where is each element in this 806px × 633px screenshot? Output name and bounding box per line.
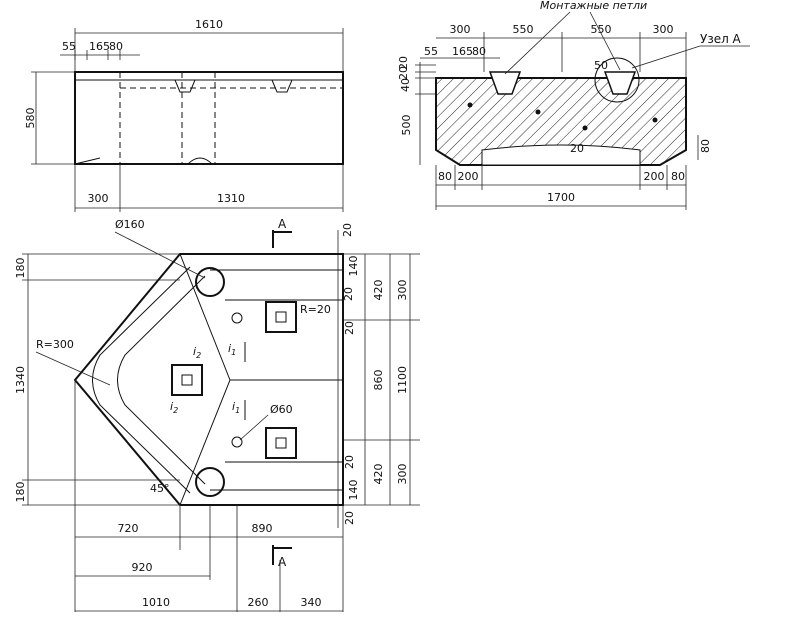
dim-550-left: 550 — [513, 23, 534, 36]
node-a-label: Узел А — [700, 32, 742, 46]
elevation-outline — [74, 71, 344, 165]
hole-60-label: Ø60 — [270, 403, 293, 416]
section-recess — [481, 144, 641, 166]
elevation-notch — [187, 157, 213, 165]
dim-1340: 1340 — [14, 366, 27, 394]
lifting-pocket-center — [171, 364, 203, 396]
leader-line — [589, 11, 621, 71]
dim-80-right: 80 — [671, 170, 685, 183]
pocket-inner — [181, 374, 193, 386]
dim-20-bottom: 20 — [343, 511, 356, 525]
radius-300-label: R=300 — [36, 338, 74, 351]
dim-420-top: 420 — [372, 280, 385, 301]
dim-860: 860 — [372, 370, 385, 391]
hole-160-top — [195, 267, 225, 297]
lifting-pocket-bottom — [265, 427, 297, 459]
dim-bottom-right: 1310 — [217, 192, 245, 205]
dim-550-right: 550 — [591, 23, 612, 36]
section-view: 300 550 550 300 Монтажные петли Узел А 5… — [397, 0, 750, 210]
dim-40: 40 — [399, 78, 412, 92]
diagonal-ridge — [179, 379, 231, 506]
hole-60-top — [231, 312, 243, 324]
aggregate-dot — [535, 109, 541, 115]
dim-1100: 1100 — [396, 366, 409, 394]
dim-height: 580 — [24, 108, 37, 129]
dim-right-80: 80 — [699, 139, 712, 153]
dim-200-right: 200 — [644, 170, 665, 183]
dim-260: 260 — [248, 596, 269, 609]
dim-20b: 20 — [397, 66, 410, 80]
dim-20-mid2: 20 — [343, 321, 356, 335]
dim-pit-20: 20 — [570, 142, 584, 155]
radius-20-label: R=20 — [300, 303, 331, 316]
elevation-chamfer — [74, 157, 101, 165]
section-pocket-right — [603, 71, 637, 95]
dim-300-right: 300 — [653, 23, 674, 36]
pocket-inner — [275, 311, 287, 323]
hole-160-label: Ø160 — [115, 218, 145, 231]
dim-80: 80 — [109, 40, 123, 53]
aggregate-dot — [582, 125, 588, 131]
hole-160-bottom — [195, 467, 225, 497]
dim-20-mid1: 20 — [342, 287, 355, 301]
dim-920: 920 — [132, 561, 153, 574]
dim-165: 165 — [89, 40, 110, 53]
dim-300-left: 300 — [450, 23, 471, 36]
elevation-view: 1610 55 165 80 580 300 1310 — [24, 18, 344, 212]
tray-inner — [117, 275, 206, 485]
leader-line — [114, 231, 206, 279]
dim-20-top: 20 — [341, 223, 354, 237]
tray-outer — [92, 266, 191, 494]
leader-line — [239, 414, 269, 441]
leader-line — [35, 351, 111, 386]
dim-1010: 1010 — [142, 596, 170, 609]
dim-200-left: 200 — [458, 170, 479, 183]
dim-80: 80 — [472, 45, 486, 58]
aggregate-dot — [652, 117, 658, 123]
angle-label: 45° — [150, 482, 170, 495]
dim-20a: 20 — [397, 56, 410, 70]
pocket-inner — [275, 437, 287, 449]
dim-20-low: 20 — [343, 455, 356, 469]
dim-55: 55 — [424, 45, 438, 58]
lifting-pocket-top — [265, 301, 297, 333]
section-pocket-left — [488, 71, 522, 95]
slope-i1-top: i1 — [228, 342, 236, 357]
elevation-pocket — [174, 79, 196, 93]
slope-i2-top: i2 — [193, 345, 201, 360]
dim-140-top: 140 — [347, 256, 360, 277]
dim-500: 500 — [400, 115, 413, 136]
dim-radius-50: 50 — [594, 59, 608, 72]
plan-view: А А Ø160 Ø60 R=300 R=20 45° i2 i1 i2 i1 … — [14, 217, 420, 612]
node-a-circle — [594, 57, 640, 103]
dim-55: 55 — [62, 40, 76, 53]
dim-1700: 1700 — [547, 191, 575, 204]
dim-180-bottom: 180 — [14, 482, 27, 503]
slope-i2-bottom: i2 — [170, 400, 178, 415]
dim-420-bottom: 420 — [372, 464, 385, 485]
dim-300-top: 300 — [396, 280, 409, 301]
dim-overall-length: 1610 — [195, 18, 223, 31]
leader-line — [631, 45, 701, 69]
slope-i1-bottom: i1 — [232, 400, 240, 415]
section-mark-bottom: А — [278, 555, 287, 569]
section-mark-top: А — [278, 217, 287, 231]
dim-bottom-left: 300 — [88, 192, 109, 205]
diagonal-ridge — [179, 253, 231, 381]
dim-300-bottom: 300 — [396, 464, 409, 485]
aggregate-dot — [467, 102, 473, 108]
hole-60-bottom — [231, 436, 243, 448]
dim-340: 340 — [301, 596, 322, 609]
dim-890: 890 — [252, 522, 273, 535]
dim-80-left: 80 — [438, 170, 452, 183]
dim-720: 720 — [118, 522, 139, 535]
mounting-loops-label: Монтажные петли — [540, 0, 647, 12]
leader-line — [504, 11, 571, 75]
dim-180-top: 180 — [14, 258, 27, 279]
dim-140-bottom: 140 — [347, 480, 360, 501]
elevation-pocket — [271, 79, 293, 93]
dim-165: 165 — [452, 45, 473, 58]
plan-outline — [73, 253, 344, 506]
